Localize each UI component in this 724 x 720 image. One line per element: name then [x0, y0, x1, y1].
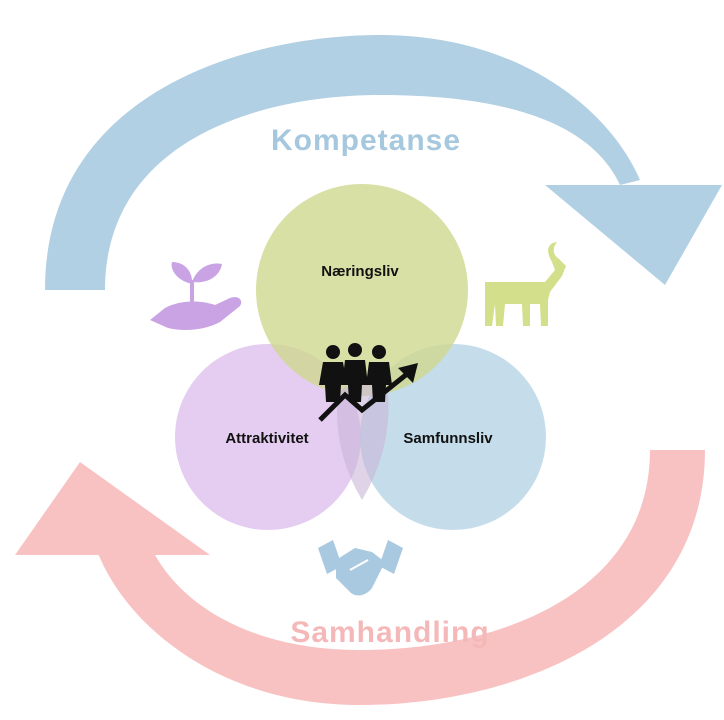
plant-hand-icon — [150, 262, 242, 330]
people-growth-icon — [318, 343, 418, 422]
bottom-arrowhead — [15, 462, 210, 555]
handshake-icon — [318, 540, 403, 596]
label-samfunnsliv: Samfunnsliv — [403, 430, 493, 447]
bottom-arc — [95, 450, 705, 705]
goat-icon — [485, 242, 566, 326]
top-arrowhead — [545, 185, 722, 285]
top-arc — [45, 35, 640, 290]
top-cycle-arrow — [45, 35, 722, 290]
circle-naeringsliv — [256, 184, 468, 396]
bottom-cycle-arrow — [15, 450, 705, 705]
label-naeringsliv: Næringsliv — [321, 263, 399, 280]
circle-samfunnsliv — [360, 344, 546, 530]
bottom-cycle-label: Samhandling — [290, 616, 489, 649]
label-attraktivitet: Attraktivitet — [225, 430, 308, 447]
circle-attraktivitet — [175, 344, 361, 530]
top-cycle-label: Kompetanse — [271, 124, 461, 157]
overlap-center — [337, 381, 389, 500]
